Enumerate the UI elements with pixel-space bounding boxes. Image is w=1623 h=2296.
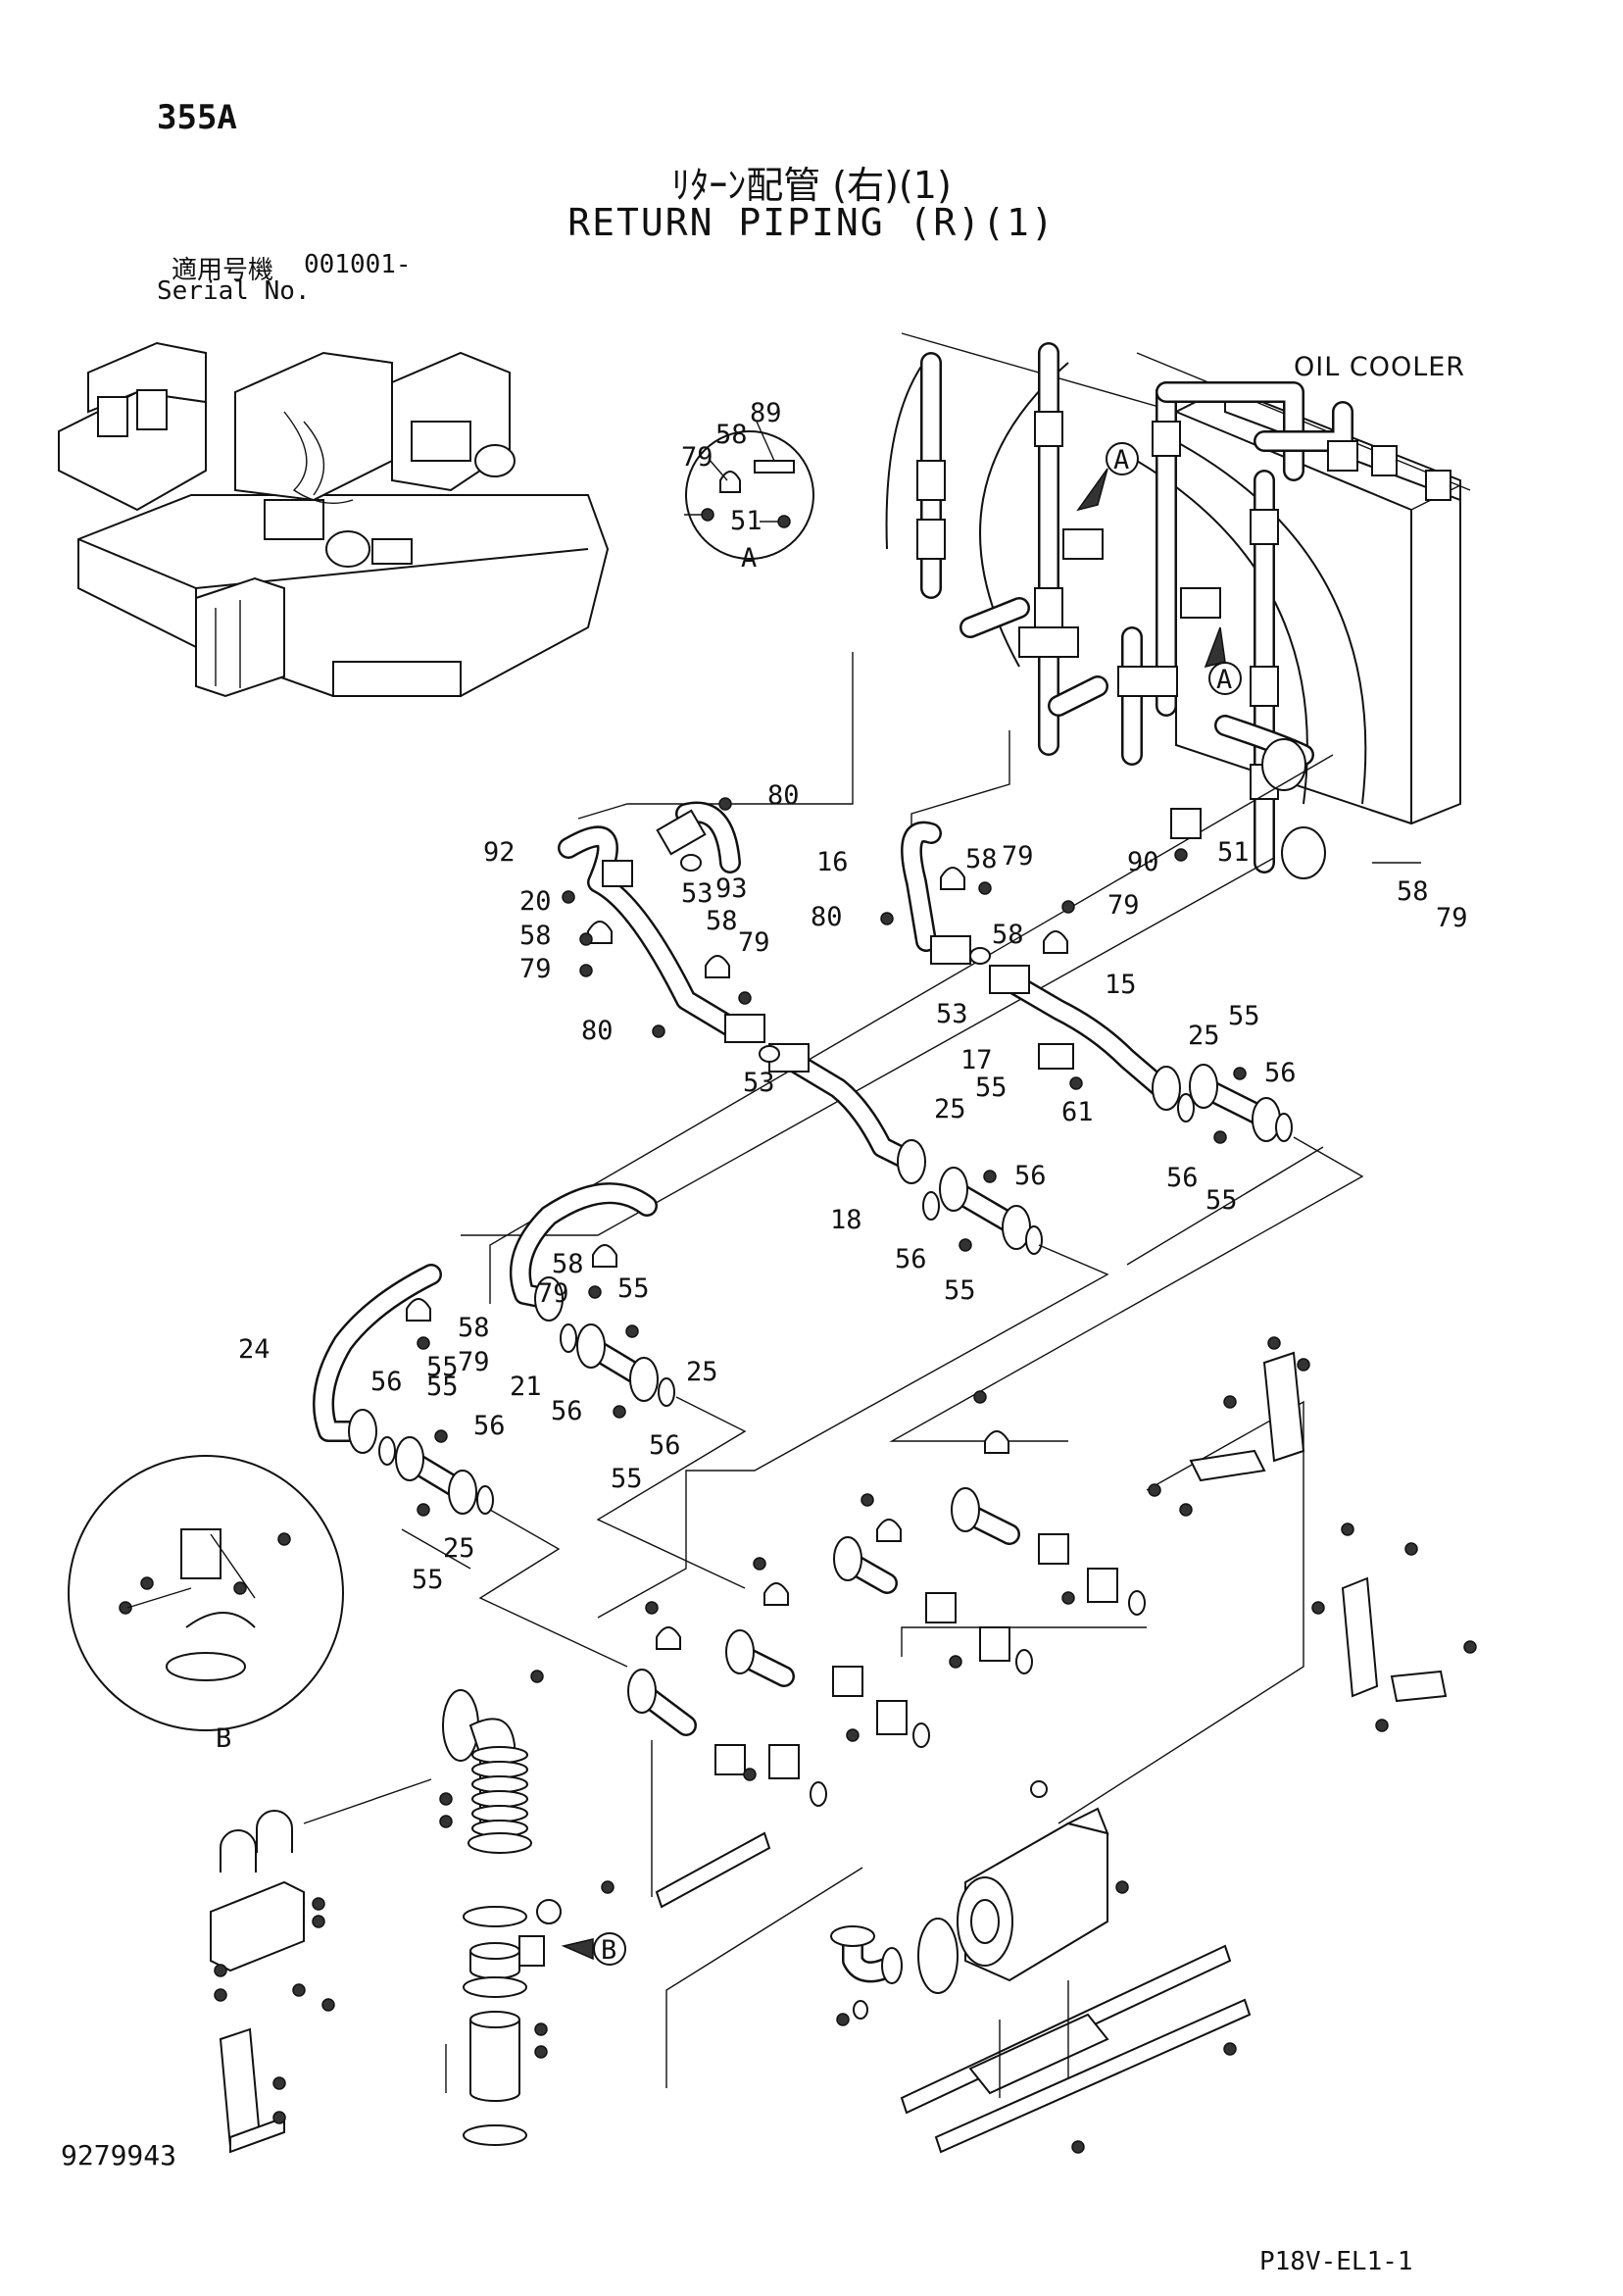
bellows-assembly: B (303, 1670, 626, 2146)
part-label: 80 (581, 1016, 614, 1046)
stand-assembly (210, 1810, 335, 2154)
part-label: 56 (473, 1411, 506, 1441)
part-label: 79 (1107, 890, 1140, 921)
serial-number: 001001- (304, 250, 412, 279)
part-label: 80 (811, 902, 843, 932)
detail-b-marker: B (601, 1935, 616, 1966)
part-label: 79 (537, 1278, 569, 1309)
part-label: 79 (738, 927, 770, 958)
part-label: 25 (686, 1357, 718, 1387)
part-label: 56 (895, 1244, 927, 1274)
part-label: 17 (960, 1045, 993, 1075)
part-label: 56 (1166, 1163, 1199, 1193)
return-pipes (313, 652, 1421, 1668)
part-label: 58 (715, 420, 748, 450)
oil-cooler-assembly: A A OIL COOLER (885, 332, 1471, 879)
part-label: 56 (1014, 1161, 1047, 1191)
part-label: 58 (552, 1249, 584, 1279)
part-label: 53 (743, 1068, 775, 1098)
part-label: 58 (706, 906, 738, 936)
part-label: 16 (816, 847, 849, 877)
part-label: 58 (458, 1313, 490, 1343)
machine-overview (58, 341, 610, 698)
tank-assembly (665, 1780, 1252, 2154)
detail-a (684, 421, 814, 560)
fittings-assembly (601, 1390, 1304, 1909)
part-label: 58 (519, 921, 552, 951)
document-id: 9279943 (61, 2139, 177, 2171)
part-label: 56 (649, 1430, 681, 1461)
part-label: 61 (1061, 1097, 1094, 1127)
part-label: 24 (238, 1334, 270, 1365)
part-label: 53 (681, 878, 713, 909)
detail-a-caption: A (741, 543, 757, 574)
part-label: 55 (1205, 1185, 1238, 1216)
part-label: 20 (519, 886, 552, 917)
part-label: 56 (1264, 1058, 1297, 1088)
part-label: 79 (519, 954, 552, 984)
part-label: 56 (370, 1367, 403, 1397)
part-label: 55 (617, 1273, 650, 1304)
part-label: 55 (426, 1372, 459, 1402)
part-label: 79 (681, 442, 713, 473)
part-label: 21 (510, 1372, 542, 1402)
part-label: 55 (611, 1464, 643, 1494)
serial-label-english: Serial No. (157, 276, 311, 306)
part-label: 55 (426, 1352, 459, 1382)
part-label: 58 (1397, 876, 1429, 907)
page-number: 355A (157, 98, 237, 137)
part-label: 51 (730, 506, 762, 536)
part-label: 92 (483, 837, 516, 868)
part-labels: 89 58 79 51 A 80 92 53 93 20 58 79 58 79… (216, 398, 1468, 1754)
drawing-id: P18V-EL1-1 (1259, 2247, 1413, 2276)
detail-a-marker-2: A (1216, 665, 1232, 695)
part-label: 58 (992, 920, 1024, 950)
part-label: 55 (975, 1073, 1008, 1103)
part-label: 55 (412, 1565, 444, 1595)
oil-cooler-label: OIL COOLER (1294, 352, 1465, 382)
part-label: 79 (1436, 903, 1468, 933)
part-label: 18 (830, 1205, 862, 1235)
part-label: 25 (934, 1094, 966, 1124)
part-label: 79 (1002, 841, 1034, 872)
bracket-assembly (1148, 1336, 1477, 1732)
detail-b-caption: B (216, 1723, 231, 1754)
part-label: 56 (551, 1396, 583, 1426)
detail-b (68, 1455, 344, 1731)
title-english: RETURN PIPING (R)(1) (567, 201, 1056, 244)
part-label: 80 (767, 780, 800, 811)
part-label: 25 (1188, 1021, 1220, 1051)
detail-a-marker-1: A (1113, 445, 1129, 475)
part-label: 89 (750, 398, 782, 428)
part-label: 25 (443, 1533, 475, 1564)
part-label: 93 (715, 873, 748, 904)
serial-label-japanese: 適用号機 (172, 256, 274, 285)
part-label: 55 (944, 1275, 976, 1306)
part-label: 55 (1228, 1001, 1260, 1031)
part-label: 90 (1127, 847, 1159, 877)
title-japanese: ﾘﾀｰﾝ配管 (右)(1) (671, 164, 952, 207)
part-label: 58 (965, 844, 998, 874)
part-label: 53 (936, 999, 968, 1029)
part-label: 15 (1105, 970, 1137, 1000)
part-label: 79 (458, 1347, 490, 1377)
part-label: 51 (1217, 837, 1250, 868)
